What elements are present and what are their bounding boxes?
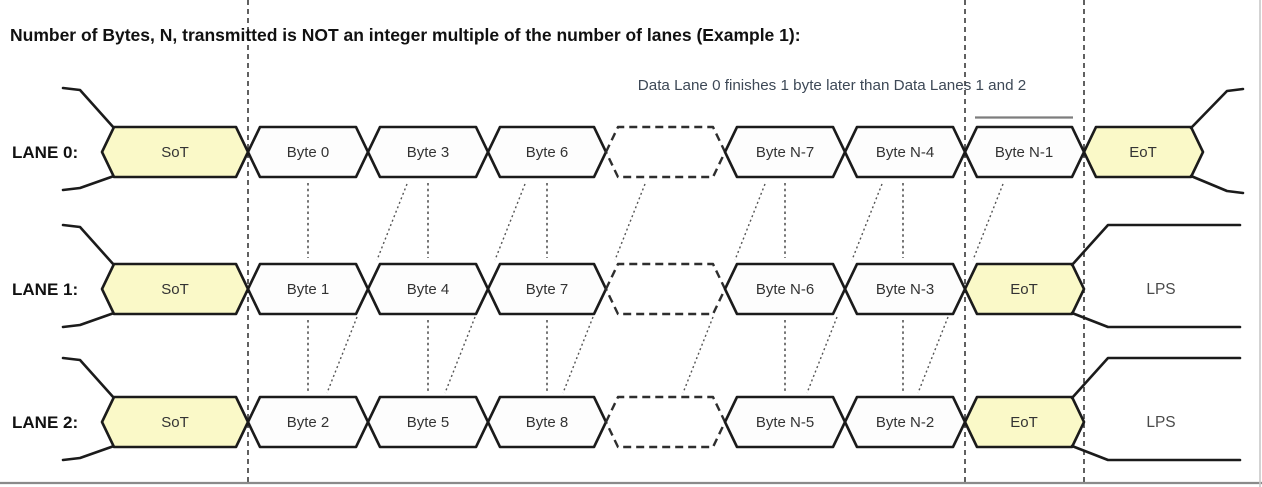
lane1-byte1-label: Byte 1 [287,281,330,298]
lane2-row: LANE 2: SoT Byte 2 Byte 5 Byte 8 Byte N-… [12,356,1242,462]
lane1-eot-cell [963,262,1086,316]
lane2-bus-close-symbol [1070,356,1242,462]
lane0-byteN1-label: Byte N-1 [995,144,1053,161]
lane0-eot-label: EoT [1129,144,1157,161]
lane1-lps-label: LPS [1146,281,1175,298]
lane2-eot-cell [963,395,1086,449]
lane2-byte8-label: Byte 8 [526,414,569,431]
lane0-eot-cell [1082,125,1205,179]
lane2-byte5-label: Byte 5 [407,414,450,431]
lane0-byteN7-label: Byte N-7 [756,144,814,161]
lane2-eot-label: EoT [1010,414,1038,431]
lane2-ellipsis-cell [604,395,727,449]
lane2-sot-label: SoT [161,414,189,431]
lane1-sot-label: SoT [161,281,189,298]
lane2-byte2-label: Byte 2 [287,414,330,431]
lane1-bus-close-symbol [1070,223,1242,329]
lane2-byteN2-label: Byte N-2 [876,414,934,431]
lane2-bus-open-symbol [61,356,116,462]
lane0-byteN4-label: Byte N-4 [876,144,934,161]
lane1-byteN6-label: Byte N-6 [756,281,814,298]
annotation-text: Data Lane 0 finishes 1 byte later than D… [638,77,1026,94]
lane0-byte0-label: Byte 0 [287,144,330,161]
lane1-label: LANE 1: [12,280,78,299]
lane0-byte3-label: Byte 3 [407,144,450,161]
lane0-byte6-label: Byte 6 [526,144,569,161]
figure-title: Number of Bytes, N, transmitted is NOT a… [10,25,801,45]
lane0-bus-close-symbol [1189,87,1245,195]
lane1-ellipsis-cell [604,262,727,316]
lane2-label: LANE 2: [12,413,78,432]
lane1-byte7-label: Byte 7 [526,281,569,298]
byte-order-diagonal-lines [326,183,1004,394]
lane0-ellipsis-cell [604,125,727,179]
lane2-lps-label: LPS [1146,414,1175,431]
lane0-sot-label: SoT [161,144,189,161]
lane1-byteN3-label: Byte N-3 [876,281,934,298]
lane1-row: LANE 1: SoT Byte 1 Byte 4 Byte 7 Byte N-… [12,223,1242,329]
lane1-eot-label: EoT [1010,281,1038,298]
lane1-byte4-label: Byte 4 [407,281,450,298]
lane1-bus-open-symbol [61,223,116,329]
lane0-label: LANE 0: [12,143,78,162]
lane0-bus-open-symbol [61,86,116,192]
byte-boundary-dotted-lines [307,183,904,392]
lane2-byteN5-label: Byte N-5 [756,414,814,431]
lane0-row: LANE 0: SoT Byte 0 Byte 3 Byte 6 Byte N-… [12,86,1245,195]
